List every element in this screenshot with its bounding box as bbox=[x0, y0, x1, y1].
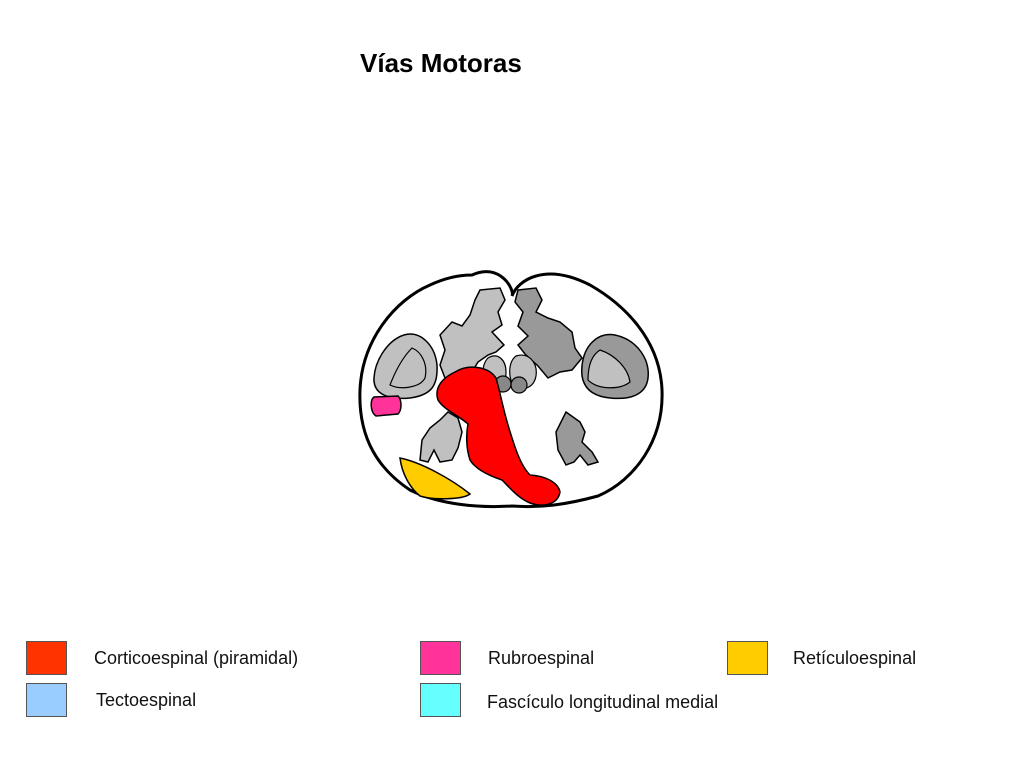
right-ventral-nucleus bbox=[555, 410, 600, 466]
rubrospinal-tract bbox=[370, 395, 402, 417]
left-ventral-nucleus bbox=[419, 411, 463, 463]
right-lateral-nucleus-inner bbox=[587, 349, 631, 389]
page-title: Vías Motoras bbox=[360, 48, 522, 78]
left-lateral-nucleus-inner bbox=[389, 347, 427, 389]
legend-label-reticulospinal: Retículoespinal bbox=[793, 648, 917, 668]
legend-swatch-rubrospinal bbox=[420, 641, 461, 675]
reticulospinal-tract bbox=[399, 457, 472, 500]
right-central-nucleus bbox=[514, 287, 583, 379]
legend-swatch-reticulospinal bbox=[727, 641, 768, 675]
central-dot-right bbox=[510, 376, 528, 394]
legend-label-corticospinal: Corticoespinal (piramidal) bbox=[94, 648, 299, 668]
legend-label-rubrospinal: Rubroespinal bbox=[488, 648, 595, 668]
legend-label-tectospinal: Tectoespinal bbox=[96, 690, 197, 710]
legend-swatch-corticospinal bbox=[26, 641, 67, 675]
corticospinal-tract bbox=[436, 366, 561, 506]
legend-swatch-tectospinal bbox=[26, 683, 67, 717]
legend-label-medial-longitudinal-fasciculus: Fascículo longitudinal medial bbox=[487, 692, 719, 712]
legend-swatch-medial-longitudinal-fasciculus bbox=[420, 683, 461, 717]
